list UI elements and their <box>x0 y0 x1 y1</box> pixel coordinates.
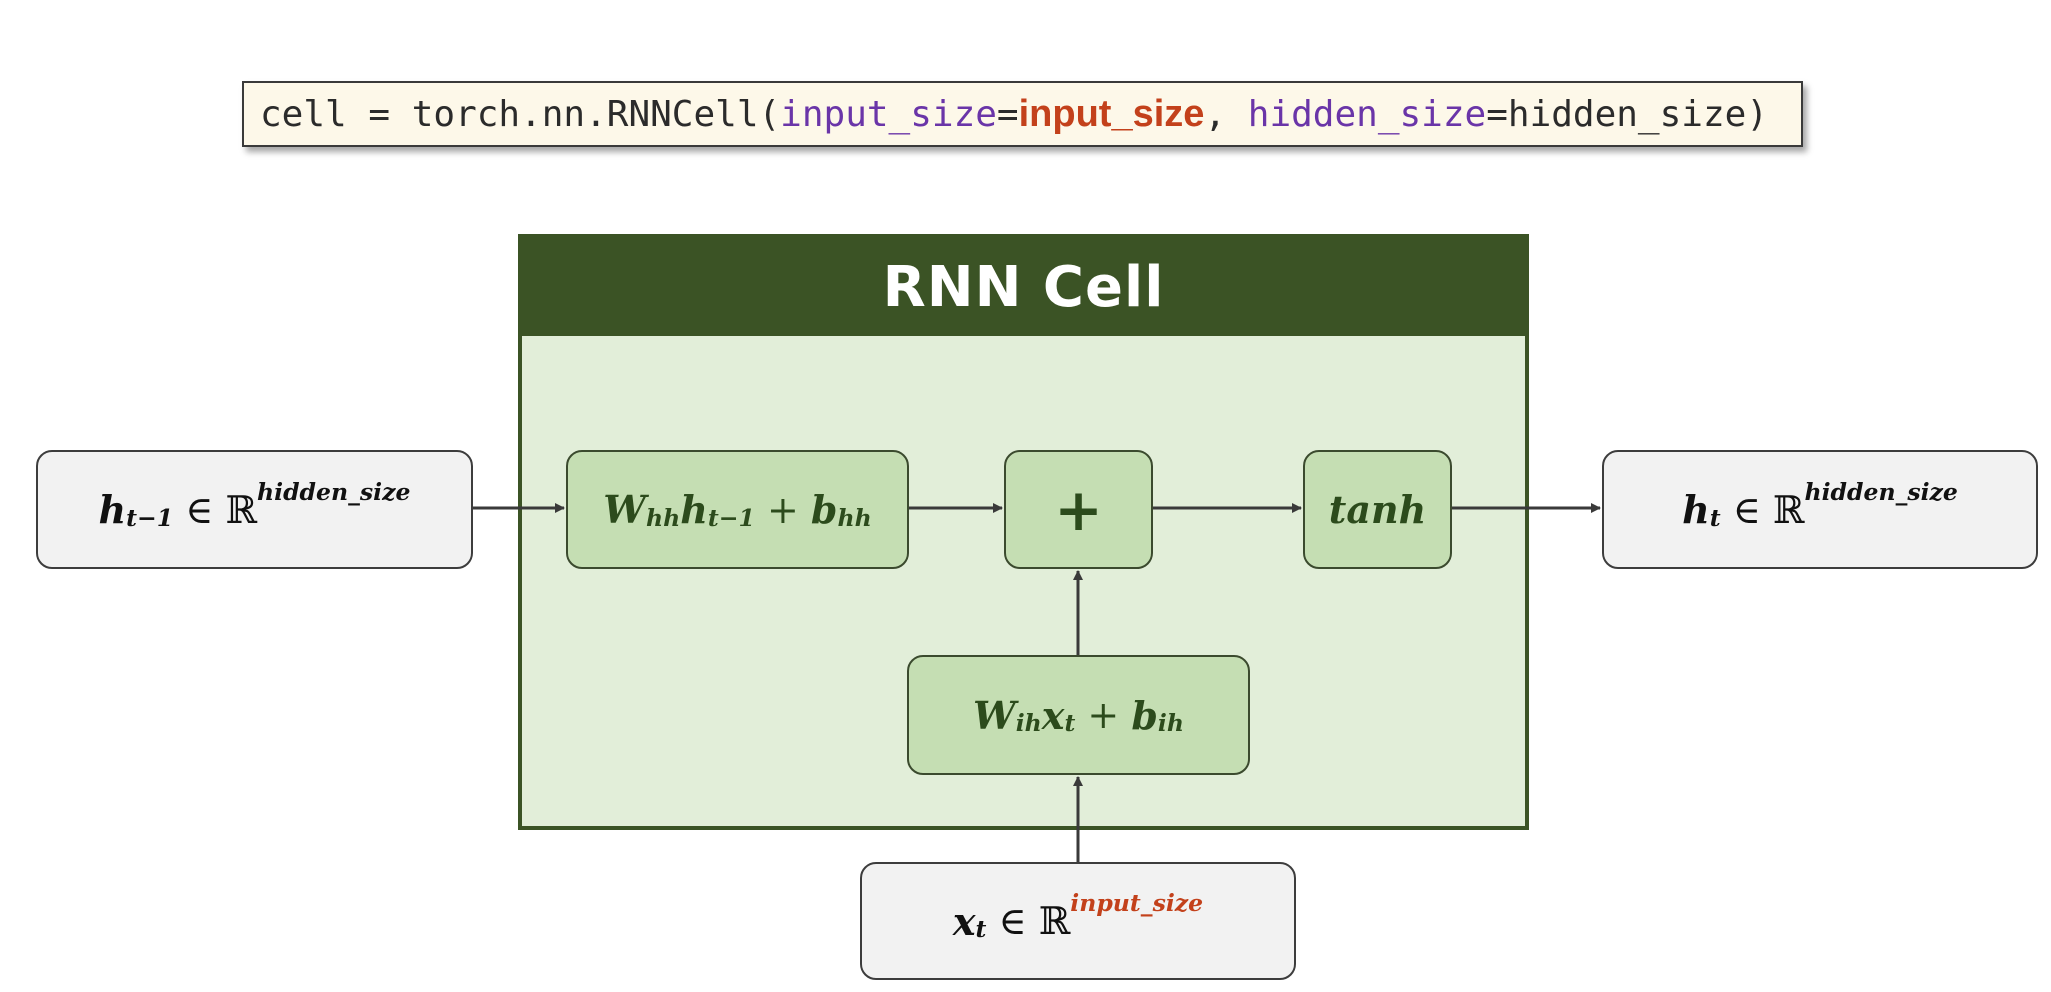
input-var-subscript: t <box>1064 709 1076 738</box>
code-suffix: ) <box>1746 93 1768 135</box>
input-plus: + <box>1075 693 1132 737</box>
code-sep: , <box>1204 93 1248 135</box>
hidden-state: h <box>680 487 708 532</box>
hidden-state-subscript: t−1 <box>707 503 755 532</box>
sum-block: + <box>1004 450 1153 569</box>
prev-hidden-var: h <box>98 487 127 532</box>
hidden-plus: + <box>754 487 811 532</box>
input-box-superscript: input_size <box>1070 889 1204 918</box>
next-hidden-in: ∈ ℝ <box>1720 487 1805 532</box>
tanh-block: tanh <box>1303 450 1452 569</box>
input-box-subscript: t <box>975 915 987 944</box>
input-var: x <box>1041 692 1065 738</box>
hidden-weight: W <box>603 487 646 532</box>
prev-hidden-subscript: t−1 <box>126 503 174 532</box>
tanh-label: tanh <box>1328 487 1427 532</box>
next-hidden-subscript: t <box>1709 503 1721 532</box>
prev-hidden-superscript: hidden_size <box>257 477 411 506</box>
code-arg2-name: hidden_size <box>1247 93 1487 135</box>
hidden-bias-subscript: hh <box>837 503 872 532</box>
input-bias-subscript: ih <box>1157 709 1184 738</box>
code-eq1: = <box>996 93 1019 135</box>
input-box-var: x <box>952 898 976 944</box>
rnn-cell-title: RNN Cell <box>522 238 1525 336</box>
code-eq2: = <box>1486 93 1508 135</box>
code-prefix: cell = torch.nn.RNNCell( <box>260 93 781 135</box>
code-arg1-value: input_size <box>1018 92 1205 135</box>
next-hidden-superscript: hidden_size <box>1804 477 1958 506</box>
hidden-weight-subscript: hh <box>645 503 681 532</box>
input-weight-subscript: ih <box>1015 709 1042 738</box>
code-arg1-name: input_size <box>780 93 997 135</box>
hidden-bias: b <box>810 487 838 532</box>
input-weight: W <box>973 692 1016 738</box>
prev-hidden-in: ∈ ℝ <box>173 487 258 532</box>
code-snippet: cell = torch.nn.RNNCell(input_size=input… <box>242 81 1803 147</box>
code-arg2-value: hidden_size <box>1507 93 1747 135</box>
input-bias: b <box>1131 692 1158 738</box>
input-box-in: ∈ ℝ <box>986 899 1071 943</box>
next-hidden-var: h <box>1682 487 1710 532</box>
sum-symbol: + <box>1054 475 1103 544</box>
